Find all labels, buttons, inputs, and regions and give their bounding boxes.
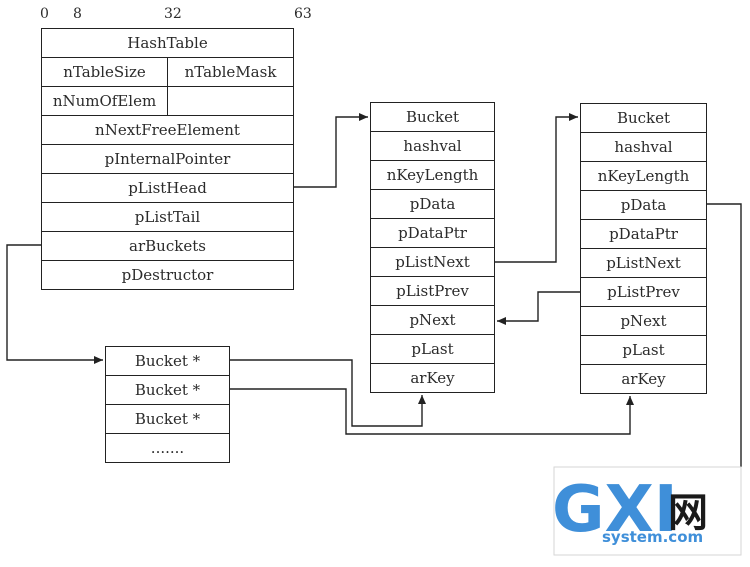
arrow-arbuckets-to-array: [6, 244, 103, 364]
bucket-pointer-ellipsis: .......: [105, 433, 230, 463]
bucket1-title: Bucket: [370, 102, 495, 132]
field-empty: [167, 86, 294, 116]
bucket1-hashval: hashval: [370, 131, 495, 161]
bucket1-plast: pLast: [370, 334, 495, 364]
field-pinternalpointer: pInternalPointer: [41, 144, 294, 174]
bucket2-title: Bucket: [580, 103, 707, 133]
watermark-cn: 网: [668, 490, 708, 536]
bucket2-pnext: pNext: [580, 306, 707, 336]
bucket1-pdataptr: pDataPtr: [370, 218, 495, 248]
bucket-pointer-1: Bucket *: [105, 375, 230, 405]
bit-label-0: 0: [40, 6, 49, 22]
field-nnextfreeelement: nNextFreeElement: [41, 115, 294, 145]
bucket1-plistprev: pListPrev: [370, 276, 495, 306]
arrow-bucketptr0-to-bucket1: [230, 359, 426, 427]
bucket2-arkey: arKey: [580, 364, 707, 394]
bit-label-63: 63: [294, 6, 312, 22]
field-plisttail: pListTail: [41, 202, 294, 232]
bucket1-plistnext: pListNext: [370, 247, 495, 277]
field-nnumofelem: nNumOfElem: [41, 86, 168, 116]
field-ntablemask: nTableMask: [167, 57, 294, 87]
hashtable-title: HashTable: [41, 28, 294, 58]
bucket2-plast: pLast: [580, 335, 707, 365]
arrow-plisthead-to-bucket1: [294, 113, 368, 188]
arrow-bucketptr1-to-bucket2: [230, 388, 634, 435]
bucket1-pnext: pNext: [370, 305, 495, 335]
arrow-plistnext-to-bucket2: [495, 113, 578, 263]
watermark-logo: GXI: [552, 473, 678, 547]
bucket1-arkey: arKey: [370, 363, 495, 393]
bit-label-8: 8: [73, 6, 82, 22]
bit-label-32: 32: [164, 6, 182, 22]
bucket1-pdata: pData: [370, 189, 495, 219]
line-pdata-out: [707, 203, 742, 467]
field-pdestructor: pDestructor: [41, 260, 294, 290]
arrow-plistprev-to-pnext: [497, 291, 580, 325]
watermark-url: system.com: [602, 528, 704, 546]
field-plisthead: pListHead: [41, 173, 294, 203]
